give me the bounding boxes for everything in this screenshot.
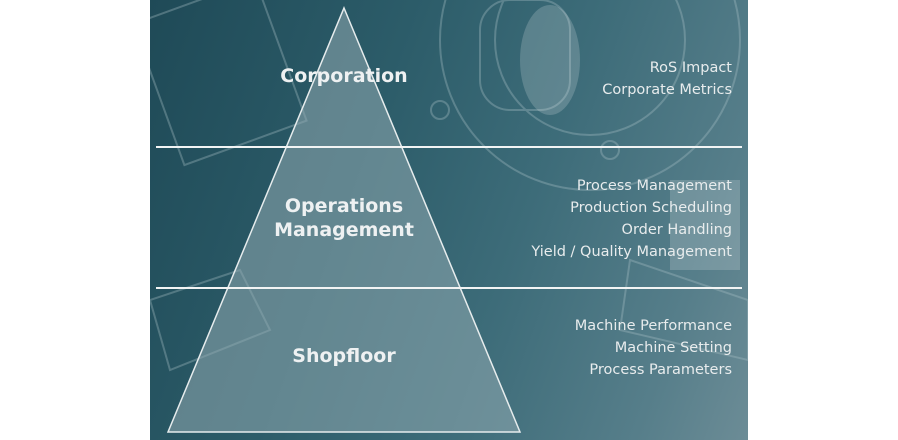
operations-management-details: Process Management Production Scheduling… bbox=[531, 175, 732, 263]
tier-divider-bottom bbox=[156, 287, 742, 289]
corporation-details: RoS Impact Corporate Metrics bbox=[602, 57, 732, 101]
tier-label-line: Operations bbox=[284, 195, 404, 217]
machinery-background-image bbox=[150, 0, 748, 372]
tier-label-shopfloor: Shopfloor bbox=[292, 345, 396, 367]
detail-item: Production Scheduling bbox=[570, 200, 732, 216]
diagram-panel: Corporation Operations Management Shopfl… bbox=[150, 0, 748, 440]
tier-label-line: Management bbox=[274, 219, 414, 241]
tier-label-corporation: Corporation bbox=[280, 65, 408, 87]
shopfloor-details: Machine Performance Machine Setting Proc… bbox=[575, 315, 732, 381]
pyramid-shape bbox=[166, 6, 522, 433]
tier-label-operations-management: Operations Management bbox=[244, 194, 444, 242]
detail-item: Corporate Metrics bbox=[602, 82, 732, 98]
detail-item: Process Management bbox=[576, 178, 732, 194]
detail-item: Yield / Quality Management bbox=[531, 244, 732, 260]
detail-item: Process Parameters bbox=[589, 362, 732, 378]
detail-item: Machine Performance bbox=[574, 318, 732, 334]
tier-divider-top bbox=[156, 146, 742, 148]
detail-item: RoS Impact bbox=[649, 60, 732, 76]
detail-item: Order Handling bbox=[621, 222, 732, 238]
detail-item: Machine Setting bbox=[614, 340, 732, 356]
pyramid bbox=[166, 6, 522, 433]
